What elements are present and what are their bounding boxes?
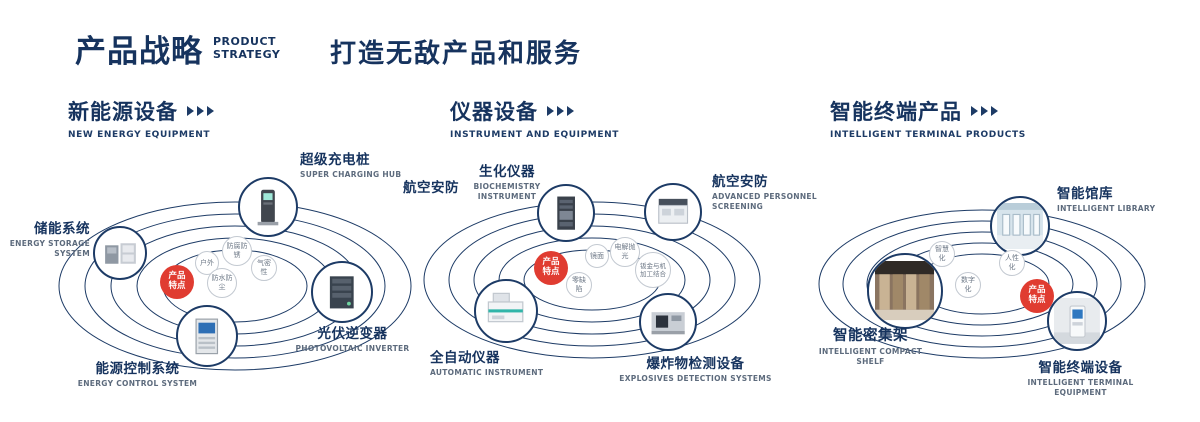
section-title-en: INTELLIGENT TERMINAL PRODUCTS [830,130,1026,140]
chevron-icon [991,106,998,116]
product-label-energy-control: 能源控制系统 ENERGY CONTROL SYSTEM [77,361,198,389]
product-label-biochemistry: 生化仪器 BIOCHEMISTRY INSTRUMENT [473,164,541,201]
chevron-icon [547,106,554,116]
product-label-pv-inverter: 光伏逆变器 PHOTOVOLTAIC INVERTER [295,326,410,354]
page-title-cn: 产品战略 [75,34,203,70]
side-label-aviation-security: 航空安防 [403,180,459,196]
feature-bubble: 电解抛光 [610,237,640,267]
section-title: 智能终端产品 [830,100,962,124]
section-title: 新能源设备 [68,100,178,124]
product-node-compact-shelf [867,253,943,329]
product-node-charging-hub [238,177,298,237]
automatic-instrument-icon [488,293,524,323]
section-title-en: INSTRUMENT AND EQUIPMENT [450,130,619,140]
biochemistry-instrument-icon [557,196,575,230]
section-title-en: NEW ENERGY EQUIPMENT [68,130,211,140]
page-title-en-line2: STRATEGY [213,47,281,61]
product-node-intelligent-library [990,196,1050,256]
chevron-icon [207,106,214,116]
product-label-explosives-detection: 爆炸物检测设备 EXPLOSIVES DETECTION SYSTEMS [619,356,772,384]
product-node-energy-control [176,305,238,367]
section-title: 仪器设备 [450,100,538,124]
product-node-explosives-detection [639,293,697,351]
library-photo [997,203,1043,249]
explosives-detector-icon [651,312,685,335]
chevron-icon [557,106,564,116]
chevron-icon [567,106,574,116]
feature-bubble: 防腐防锈 [222,236,252,266]
product-node-biochemistry [537,184,595,242]
chevron-right-icons [971,106,998,116]
energy-control-icon [195,318,219,355]
product-label-personnel-screening: 航空安防 ADVANCED PERSONNEL SCREENING [712,174,817,211]
product-label-terminal-equipment: 智能终端设备 INTELLIGENT TERMINAL EQUIPMENT [1027,360,1134,397]
product-label-automatic-instrument: 全自动仪器 AUTOMATIC INSTRUMENT [430,350,544,378]
page-title-en: PRODUCT STRATEGY [213,34,281,61]
product-label-energy-storage: 储能系统 ENERGY STORAGE SYSTEM [9,221,90,258]
product-node-personnel-screening [644,183,702,241]
chevron-icon [187,106,194,116]
product-label-intelligent-library: 智能馆库 INTELLIGENT LIBRARY [1057,186,1156,214]
chevron-icon [981,106,988,116]
compact-shelf-photo [875,261,935,321]
chevron-right-icons [187,106,214,116]
chevron-icon [197,106,204,116]
product-node-energy-storage [93,226,147,280]
product-features-badge: 产品 特点 [1020,279,1054,313]
section-header-new-energy: 新能源设备 NEW ENERGY EQUIPMENT [68,96,214,140]
feature-bubble: 钣金与机加工结合 [635,252,671,288]
product-node-terminal-equipment [1047,291,1107,351]
energy-storage-icon [104,242,136,264]
section-header-intelligent-terminal: 智能终端产品 INTELLIGENT TERMINAL PRODUCTS [830,96,1026,140]
feature-bubble: 智慧化 [929,241,955,267]
product-node-automatic-instrument [474,279,538,343]
product-features-badge: 产品 特点 [534,251,568,285]
product-label-charging-hub: 超级充电桩 SUPER CHARGING HUB [300,152,402,180]
feature-bubble: 数字化 [955,272,981,298]
chevron-icon [971,106,978,116]
feature-bubble: 镜面 [585,244,609,268]
terminal-kiosk-photo [1054,298,1100,344]
feature-bubble: 零缺陷 [566,272,592,298]
pv-inverter-icon [330,276,354,309]
product-features-badge: 产品 特点 [160,265,194,299]
section-header-instruments: 仪器设备 INSTRUMENT AND EQUIPMENT [450,96,619,140]
page-subtitle: 打造无敌产品和服务 [330,39,583,69]
product-label-compact-shelf: 智能密集架 INTELLIGENT COMPACT SHELF [818,328,923,367]
page-title: 产品战略 PRODUCT STRATEGY [75,26,280,71]
product-node-pv-inverter [311,261,373,323]
feature-bubble: 防水防尘 [207,268,237,298]
page-title-en-line1: PRODUCT [213,34,277,48]
chevron-right-icons [547,106,574,116]
screening-instrument-icon [658,198,688,224]
charging-pile-icon [257,189,279,226]
feature-bubble: 人性化 [999,250,1025,276]
feature-bubble: 气密性 [251,255,277,281]
